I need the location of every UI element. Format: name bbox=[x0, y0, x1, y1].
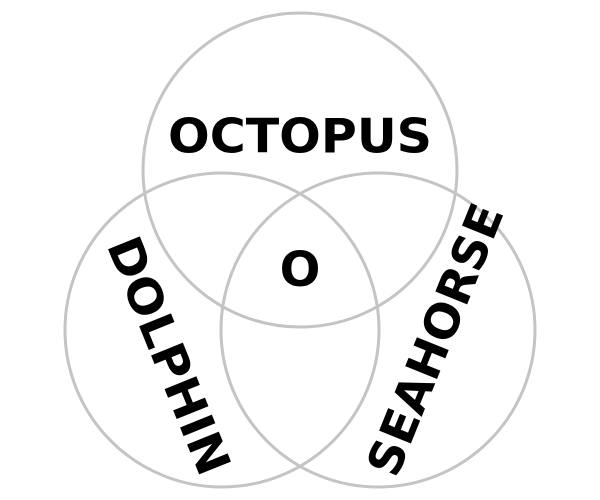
label-center: O bbox=[280, 242, 321, 298]
circle-dolphin bbox=[63, 171, 381, 489]
circle-seahorse bbox=[219, 171, 537, 489]
label-seahorse: SEAHORSE bbox=[357, 196, 516, 484]
label-octopus: OCTOPUS bbox=[168, 110, 432, 165]
circle-octopus bbox=[141, 11, 459, 329]
